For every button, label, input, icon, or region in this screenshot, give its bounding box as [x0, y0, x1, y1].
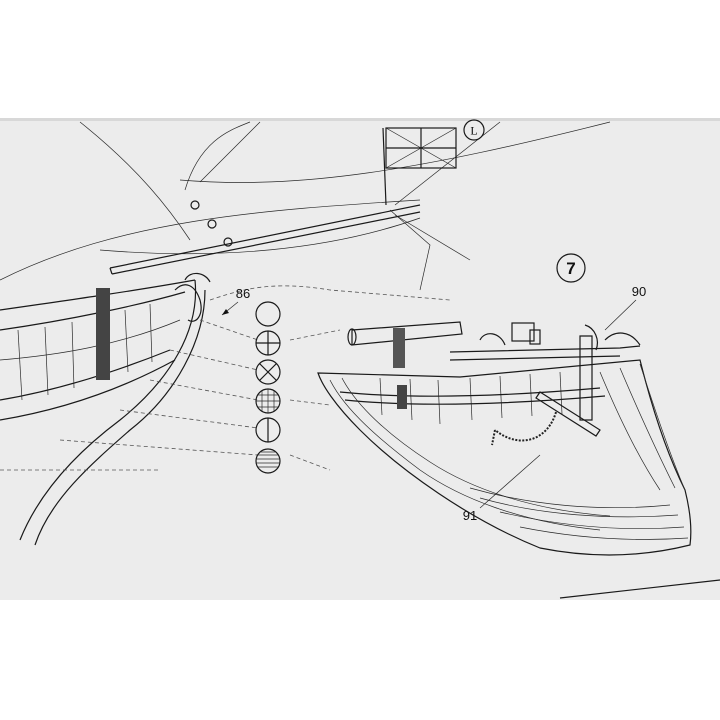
callout-86-label: 86	[236, 286, 250, 301]
legend-symbol-plain	[255, 301, 281, 327]
sheet-bottom-rule	[559, 579, 720, 599]
legend-symbol-cross	[255, 330, 281, 356]
callout-90-leader	[604, 299, 637, 331]
legend-symbol-x	[255, 359, 281, 385]
callout-90-label: 90	[632, 284, 646, 299]
legend-symbol-half	[255, 417, 281, 443]
plan-sheet	[0, 118, 720, 600]
callout-86-arrow	[222, 309, 229, 315]
union-jack-flag	[382, 127, 457, 206]
bow-detail	[317, 321, 692, 556]
flag-letter: L	[470, 124, 477, 138]
bowsprit	[109, 200, 421, 275]
step-number-badge	[556, 253, 586, 283]
step-number: 7	[566, 259, 575, 278]
flag-letter-badge	[463, 119, 485, 141]
legend-symbol-hatched	[255, 448, 281, 474]
legend-symbol-grid	[255, 388, 281, 414]
ship-hull-left	[0, 272, 211, 546]
callout-91-leader	[479, 454, 541, 509]
cathead-detail	[393, 328, 405, 368]
sheet-top-edge	[0, 118, 720, 121]
anchor	[535, 324, 641, 437]
hawse-timber	[397, 385, 407, 409]
callout-91-label: 91	[463, 508, 477, 523]
cathead-timber	[96, 288, 110, 380]
anchor-chain	[491, 411, 557, 446]
dashed-leader-lines	[0, 285, 451, 471]
